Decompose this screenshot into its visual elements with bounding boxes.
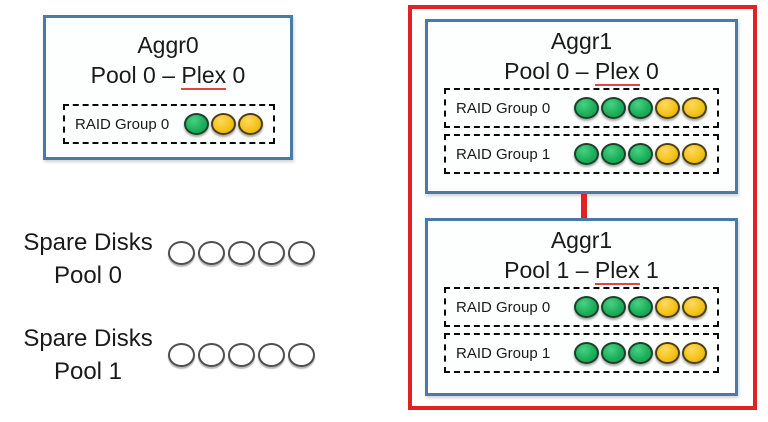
raid-group: RAID Group 1 xyxy=(444,333,719,373)
disk-row xyxy=(574,97,707,119)
disk-yellow xyxy=(655,296,680,318)
raid-group-label: RAID Group 0 xyxy=(456,298,551,316)
aggr0-title: Aggr0 xyxy=(137,32,199,58)
disk-green xyxy=(184,113,209,135)
aggr1-plex0-panel: Aggr1 Pool 0 – Plex 0 RAID Group 0 RAID … xyxy=(425,19,738,194)
spare-disk-row-pool1 xyxy=(168,343,315,367)
disk-row xyxy=(184,113,263,135)
disk-green xyxy=(574,296,599,318)
disk-row xyxy=(574,342,707,364)
raid-group: RAID Group 0 xyxy=(444,287,719,327)
raid-group-label: RAID Group 0 xyxy=(75,115,170,133)
disk-yellow xyxy=(655,97,680,119)
spare-disks-pool0-label: Spare Disks Pool 0 xyxy=(8,226,168,292)
disk-yellow xyxy=(211,113,236,135)
spare-disks-text: Spare Disks xyxy=(23,325,153,352)
disk-green xyxy=(601,342,626,364)
disk-spare xyxy=(288,343,315,367)
pool1-text: Pool 1 xyxy=(53,358,123,385)
disk-spare xyxy=(168,241,195,265)
disk-spare xyxy=(228,241,255,265)
disk-spare xyxy=(228,343,255,367)
pool-label: Pool 1 – xyxy=(504,257,595,283)
plex-mirror-connector-line xyxy=(581,194,587,218)
disk-spare xyxy=(258,241,285,265)
disk-green xyxy=(628,97,653,119)
disk-spare xyxy=(198,343,225,367)
aggr1-pool1-plex1-label: Pool 1 – Plex 1 xyxy=(428,255,735,285)
raid-group: RAID Group 1 xyxy=(444,134,719,174)
aggr1-pool0-plex0-label: Pool 0 – Plex 0 xyxy=(428,56,735,86)
disk-yellow xyxy=(655,143,680,165)
aggr1-mirror-group: Aggr1 Pool 0 – Plex 0 RAID Group 0 RAID … xyxy=(408,5,757,410)
disk-yellow xyxy=(655,342,680,364)
disk-green xyxy=(628,342,653,364)
disk-yellow xyxy=(682,143,707,165)
plex-number: 1 xyxy=(639,257,659,283)
disk-green xyxy=(601,97,626,119)
disk-spare xyxy=(258,343,285,367)
raid-group-label: RAID Group 1 xyxy=(456,344,551,362)
raid-group-label: RAID Group 1 xyxy=(456,145,551,163)
aggr1-plex1-panel: Aggr1 Pool 1 – Plex 1 RAID Group 0 RAID … xyxy=(425,218,738,396)
plex-label-underlined: Plex xyxy=(594,58,640,86)
aggr1-title: Aggr1 xyxy=(550,227,613,253)
plex-number: 0 xyxy=(639,58,659,84)
aggr1-title: Aggr1 xyxy=(550,28,613,54)
disk-yellow xyxy=(682,97,707,119)
disk-green xyxy=(601,296,626,318)
aggr0-pool-plex-label: Pool 0 – Plex 0 xyxy=(46,60,290,90)
spare-disk-row-pool0 xyxy=(168,241,315,265)
pool0-text: Pool 0 xyxy=(53,262,123,289)
pool-label: Pool 0 – xyxy=(504,58,595,84)
raid-group-label: RAID Group 0 xyxy=(456,99,551,117)
disk-green xyxy=(601,143,626,165)
pool-label: Pool 0 – xyxy=(90,62,182,88)
disk-green xyxy=(628,143,653,165)
plex-number: 0 xyxy=(226,62,246,88)
spare-disks-text: Spare Disks xyxy=(23,229,153,256)
disk-green xyxy=(574,97,599,119)
spare-disks-pool1-label: Spare Disks Pool 1 xyxy=(8,322,168,388)
disk-green xyxy=(628,296,653,318)
disk-spare xyxy=(168,343,195,367)
disk-green xyxy=(574,342,599,364)
disk-yellow xyxy=(682,296,707,318)
raid-group: RAID Group 0 xyxy=(63,104,275,144)
disk-green xyxy=(574,143,599,165)
disk-row xyxy=(574,143,707,165)
disk-spare xyxy=(288,241,315,265)
aggr0-panel: Aggr0 Pool 0 – Plex 0 RAID Group 0 xyxy=(43,15,293,160)
raid-group: RAID Group 0 xyxy=(444,88,719,128)
disk-spare xyxy=(198,241,225,265)
disk-yellow xyxy=(238,113,263,135)
disk-row xyxy=(574,296,707,318)
plex-label-underlined: Plex xyxy=(181,62,227,90)
disk-yellow xyxy=(682,342,707,364)
plex-label-underlined: Plex xyxy=(594,257,640,285)
